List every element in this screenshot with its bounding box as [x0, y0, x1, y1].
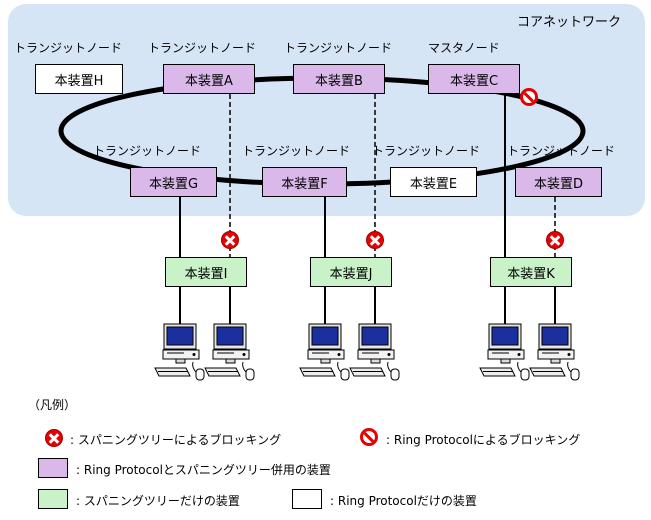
legend-swatch-ring-stp	[38, 458, 68, 478]
pc-icon	[204, 323, 255, 381]
role-label-f: トランジットノード	[242, 144, 351, 158]
stp-blocking-icon	[366, 231, 384, 249]
pc-icon	[299, 323, 350, 381]
legend-swatch-ring-only	[292, 489, 322, 509]
role-label-h: トランジットノード	[14, 41, 123, 55]
node-device-e: 本装置E	[390, 167, 477, 197]
node-device-c: 本装置C	[428, 64, 520, 94]
node-device-g: 本装置G	[130, 167, 217, 197]
node-device-k: 本装置K	[490, 257, 572, 287]
stp-blocking-icon	[546, 231, 564, 249]
role-label-d: トランジットノード	[507, 144, 616, 158]
legend-title: （凡例）	[28, 398, 77, 412]
role-label-g: トランジットノード	[93, 144, 202, 158]
legend-stp-only-label: : スパニングツリーだけの装置	[76, 494, 240, 508]
node-device-i: 本装置I	[165, 257, 247, 287]
pc-icon	[529, 323, 580, 381]
pc-icons	[154, 323, 580, 381]
pc-icon	[154, 323, 205, 381]
legend-ring-only-label: : Ring Protocolだけの装置	[330, 494, 477, 508]
pc-icon	[349, 323, 400, 381]
legend-stp-blocking-icon	[45, 429, 63, 447]
node-device-d: 本装置D	[515, 167, 602, 197]
pc-links	[179, 287, 556, 327]
stp-blocking-icon	[221, 231, 239, 249]
forwarding-links	[179, 94, 506, 258]
legend-ring-blocking-icon	[360, 428, 378, 446]
ring-blocking-icon	[520, 88, 538, 106]
node-device-b: 本装置B	[293, 64, 385, 94]
legend-swatch-stp-only	[38, 489, 68, 509]
role-label-a: トランジットノード	[148, 41, 257, 55]
core-network-title: コアネットワーク	[517, 15, 622, 30]
node-device-j: 本装置J	[310, 257, 392, 287]
role-label-e: トランジットノード	[372, 144, 481, 158]
role-label-b: トランジットノード	[284, 41, 393, 55]
node-device-f: 本装置F	[262, 167, 347, 197]
legend-ring-stp-label: : Ring Protocolとスパニングツリー併用の装置	[76, 463, 331, 477]
legend-stp-blocking-label: : スパニングツリーによるブロッキング	[70, 433, 282, 447]
node-device-h: 本装置H	[35, 64, 123, 94]
pc-icon	[479, 323, 530, 381]
node-device-a: 本装置A	[163, 64, 255, 94]
role-label-c-master: マスタノード	[428, 41, 500, 55]
legend-ring-blocking-label: : Ring Protocolによるブロッキング	[386, 433, 581, 447]
